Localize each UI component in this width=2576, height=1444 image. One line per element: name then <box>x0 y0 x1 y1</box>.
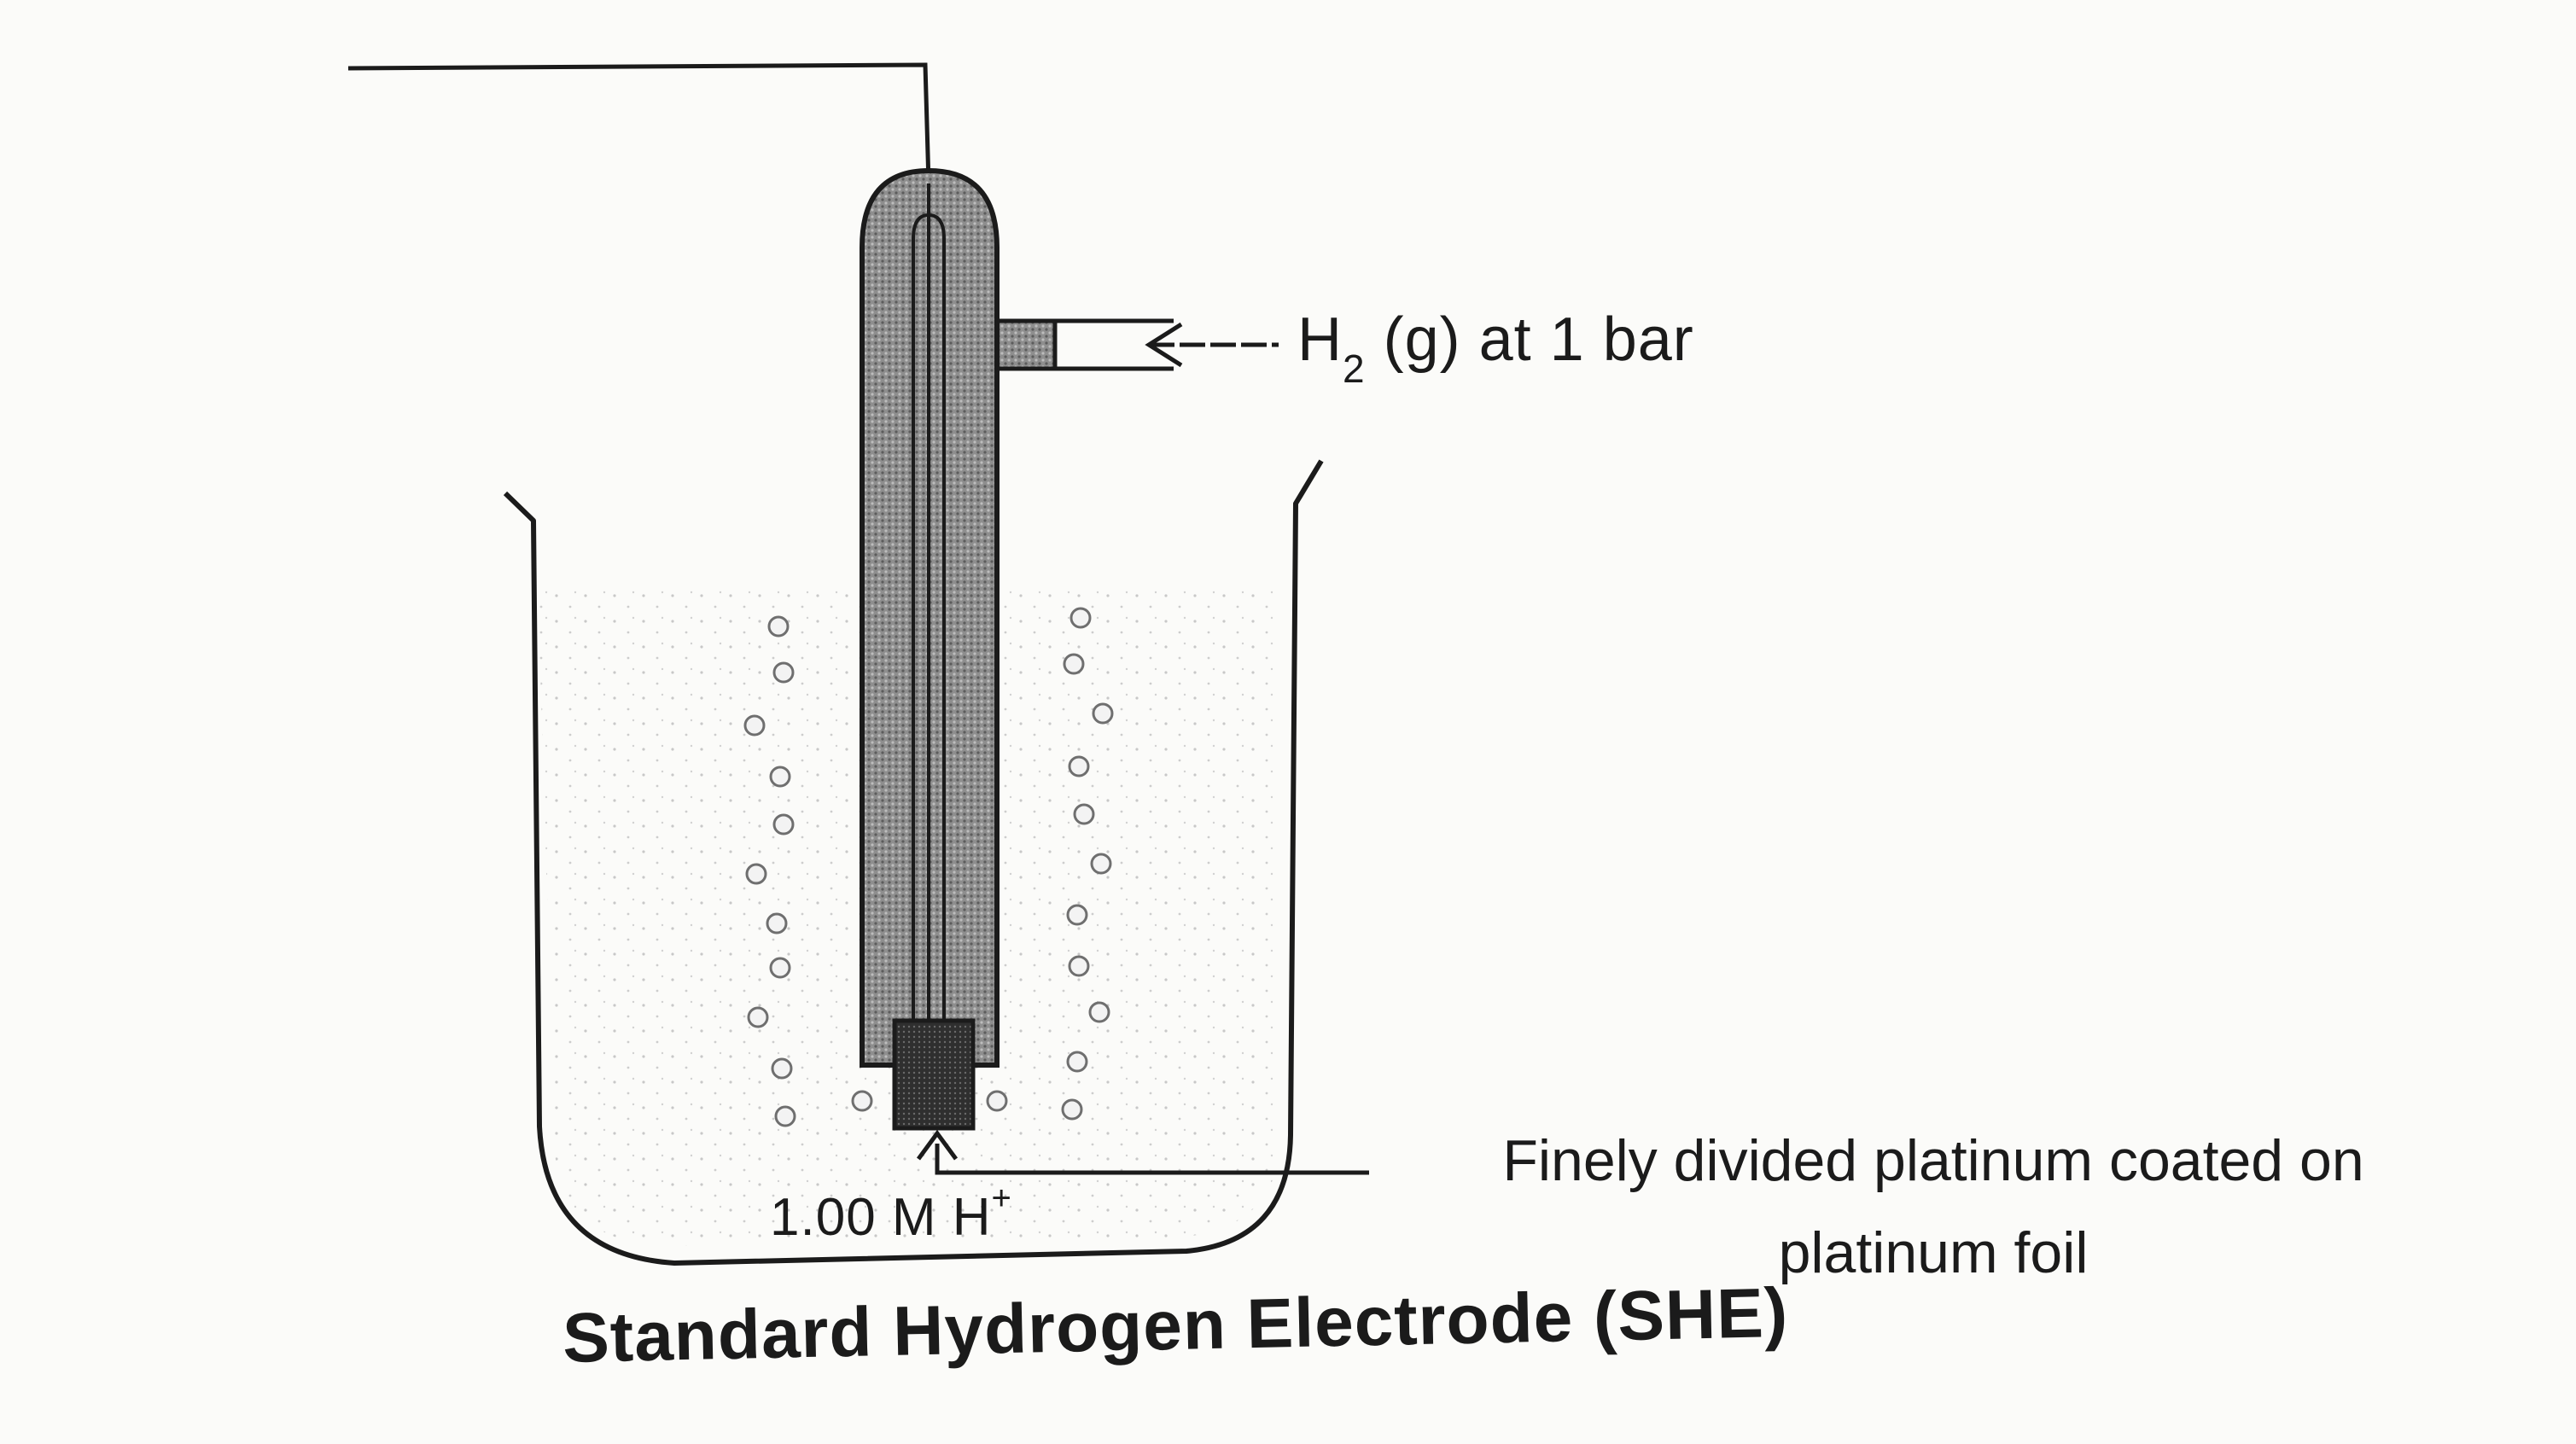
external-wire <box>347 62 931 184</box>
gas-inlet-label: H2 (g) at 1 bar <box>1297 306 1694 391</box>
gas-arrow <box>1145 322 1279 368</box>
bubble <box>743 714 766 737</box>
bubble <box>1068 755 1090 777</box>
bubble <box>769 766 791 788</box>
solution-label: 1.00 M H+ <box>770 1179 1012 1247</box>
bubble <box>772 813 795 836</box>
solution-superscript: + <box>991 1179 1012 1217</box>
hydrogen-bubbles <box>743 607 1114 1127</box>
beaker <box>503 459 1324 1266</box>
platinum-pointer <box>916 1129 1369 1175</box>
bubble <box>771 1057 793 1080</box>
bubble <box>1066 904 1088 926</box>
bubble <box>1069 607 1092 629</box>
bubble <box>766 912 788 935</box>
bubble <box>767 615 790 638</box>
bubble <box>1068 955 1090 977</box>
bubble <box>1063 653 1085 675</box>
bubble <box>986 1090 1008 1112</box>
bubble <box>745 863 767 885</box>
bubble <box>774 1105 796 1127</box>
bubble <box>1066 1051 1088 1073</box>
bubble <box>1088 1001 1110 1023</box>
platinum-electrode <box>892 1018 976 1131</box>
bubble <box>769 957 791 979</box>
bubble <box>1073 803 1095 825</box>
bubble <box>1090 853 1112 875</box>
bubble <box>851 1090 873 1112</box>
bubble <box>747 1006 769 1028</box>
bubble <box>1061 1098 1083 1121</box>
gas-inlet-arm <box>993 318 1174 371</box>
bubble <box>772 661 795 684</box>
gas-inlet-subscript: 2 <box>1343 346 1366 391</box>
platinum-label: Finely divided platinum coated on platin… <box>1502 1128 2364 1285</box>
bubble <box>1092 702 1114 725</box>
